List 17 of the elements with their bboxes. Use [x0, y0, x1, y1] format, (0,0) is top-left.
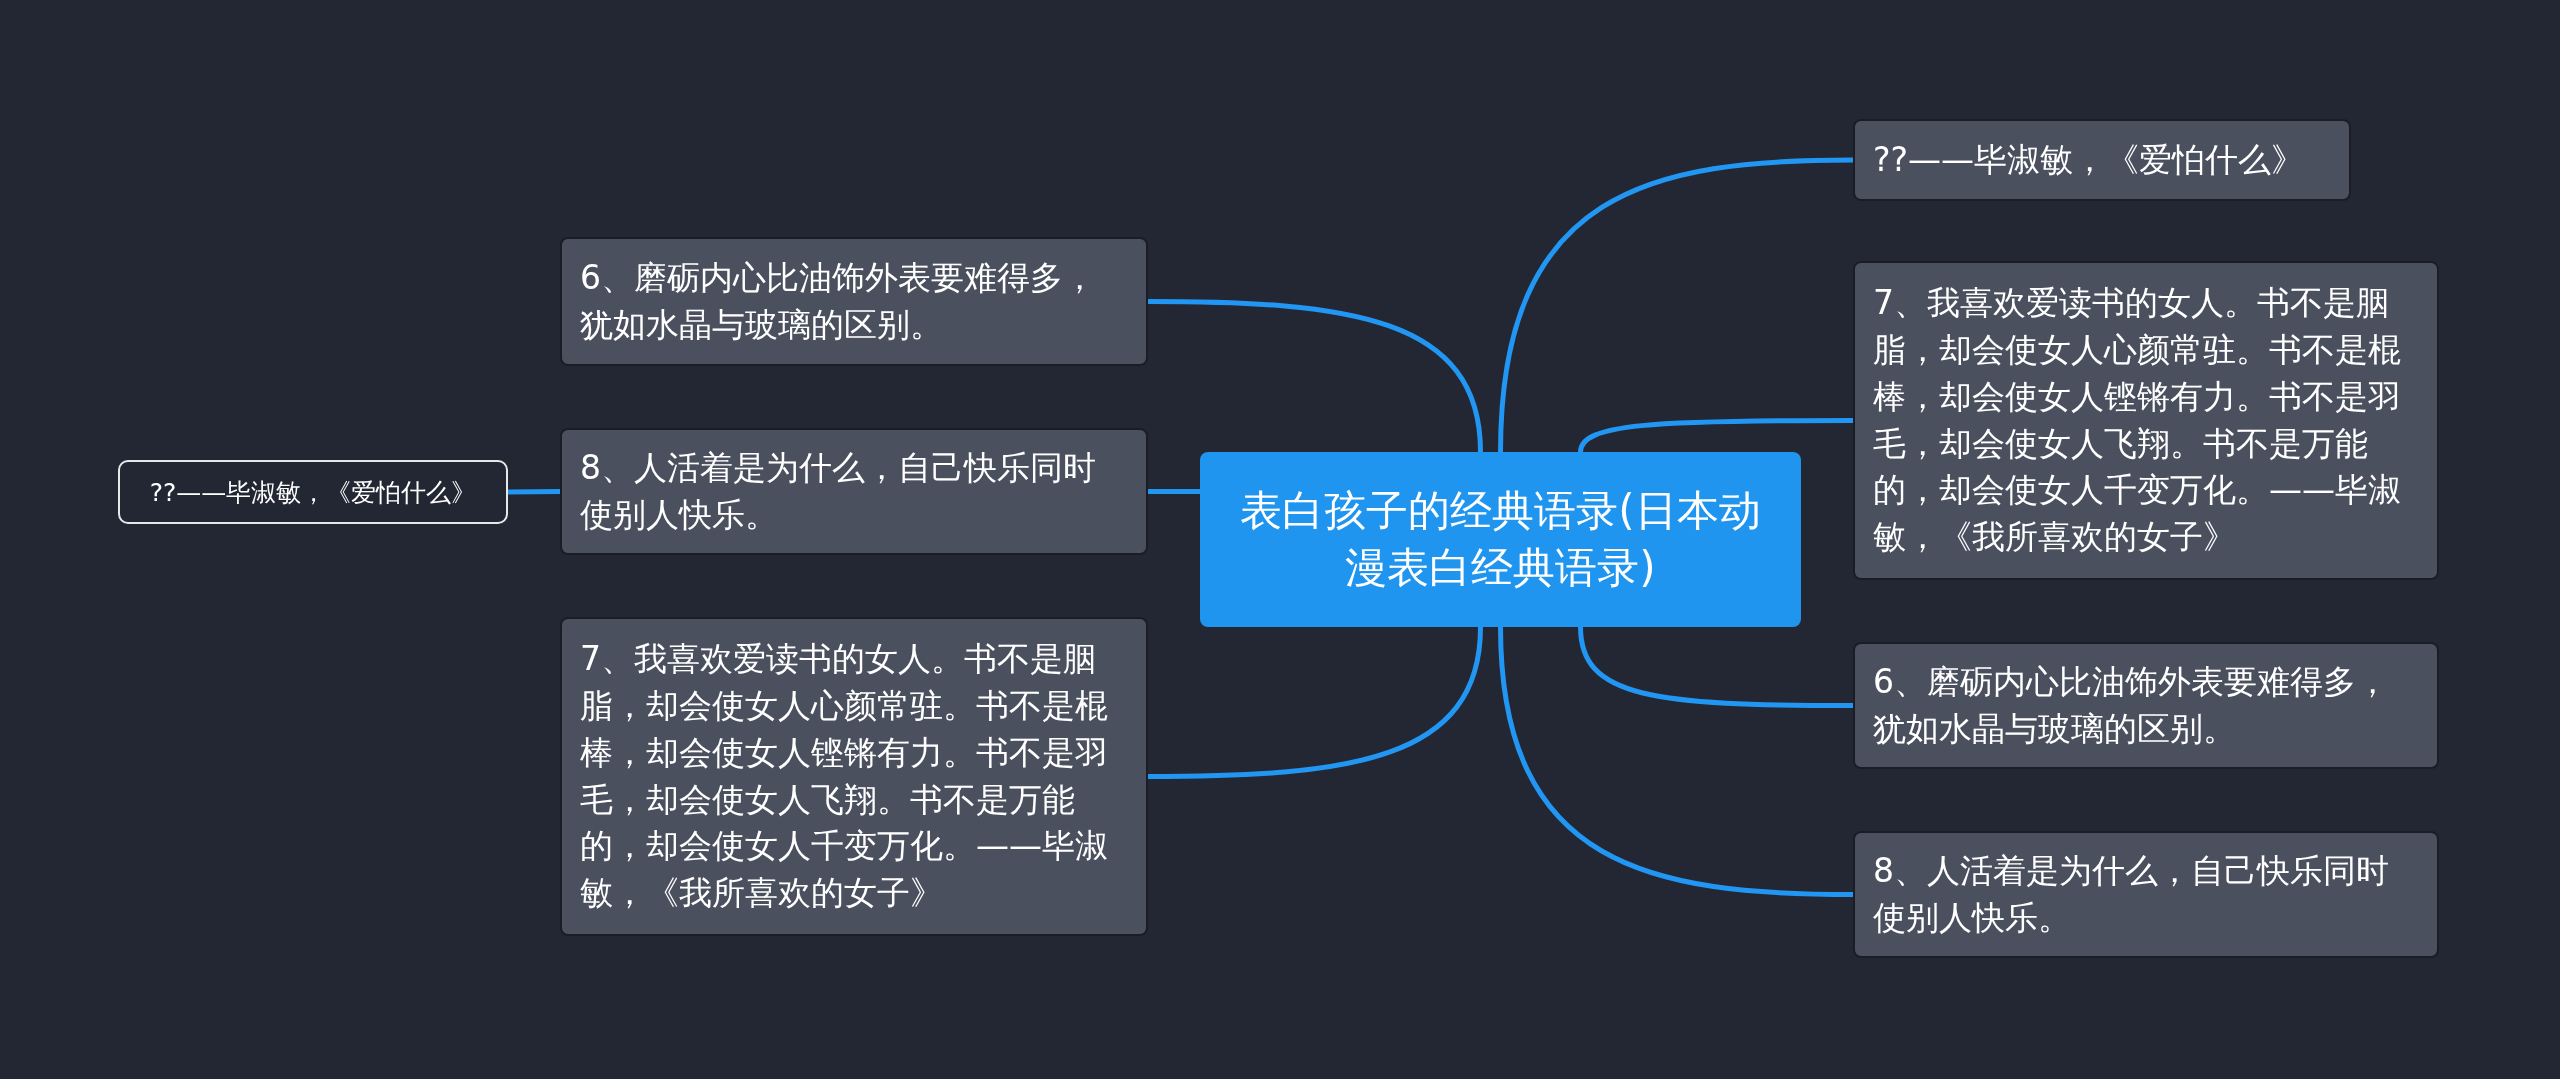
topic-box: 8、人活着是为什么，自己快乐同时使别人快乐。	[560, 428, 1148, 555]
connector-line	[1148, 489, 1200, 494]
connector-line	[1578, 418, 1853, 453]
note-box: ??——毕淑敏，《爱怕什么》	[118, 460, 508, 524]
topic-box: ??——毕淑敏，《爱怕什么》	[1853, 119, 2351, 201]
connector-line	[1578, 626, 1853, 708]
connector-line	[1498, 157, 1854, 453]
connector-line	[1498, 626, 1854, 897]
connector-line	[1148, 299, 1483, 453]
topic-box: 6、磨砺内心比油饰外表要难得多，犹如水晶与玻璃的区别。	[1853, 642, 2439, 769]
connector-line	[1148, 626, 1483, 779]
connector-line	[507, 489, 561, 495]
topic-box: 7、我喜欢爱读书的女人。书不是胭脂，却会使女人心颜常驻。书不是棍棒，却会使女人铿锵有力。书不是羽毛，却会使女人飞翔。书不是万能的，却会使女人千变万化。——毕淑敏，《我所喜欢的女子》	[1853, 261, 2439, 580]
topic-box: 8、人活着是为什么，自己快乐同时使别人快乐。	[1853, 831, 2439, 958]
central-topic-box: 表白孩子的经典语录(日本动漫表白经典语录)	[1200, 452, 1801, 627]
topic-box: 7、我喜欢爱读书的女人。书不是胭脂，却会使女人心颜常驻。书不是棍棒，却会使女人铿锵有力。书不是羽毛，却会使女人飞翔。书不是万能的，却会使女人千变万化。——毕淑敏，《我所喜欢的女子》	[560, 617, 1148, 936]
topic-box: 6、磨砺内心比油饰外表要难得多，犹如水晶与玻璃的区别。	[560, 237, 1148, 366]
